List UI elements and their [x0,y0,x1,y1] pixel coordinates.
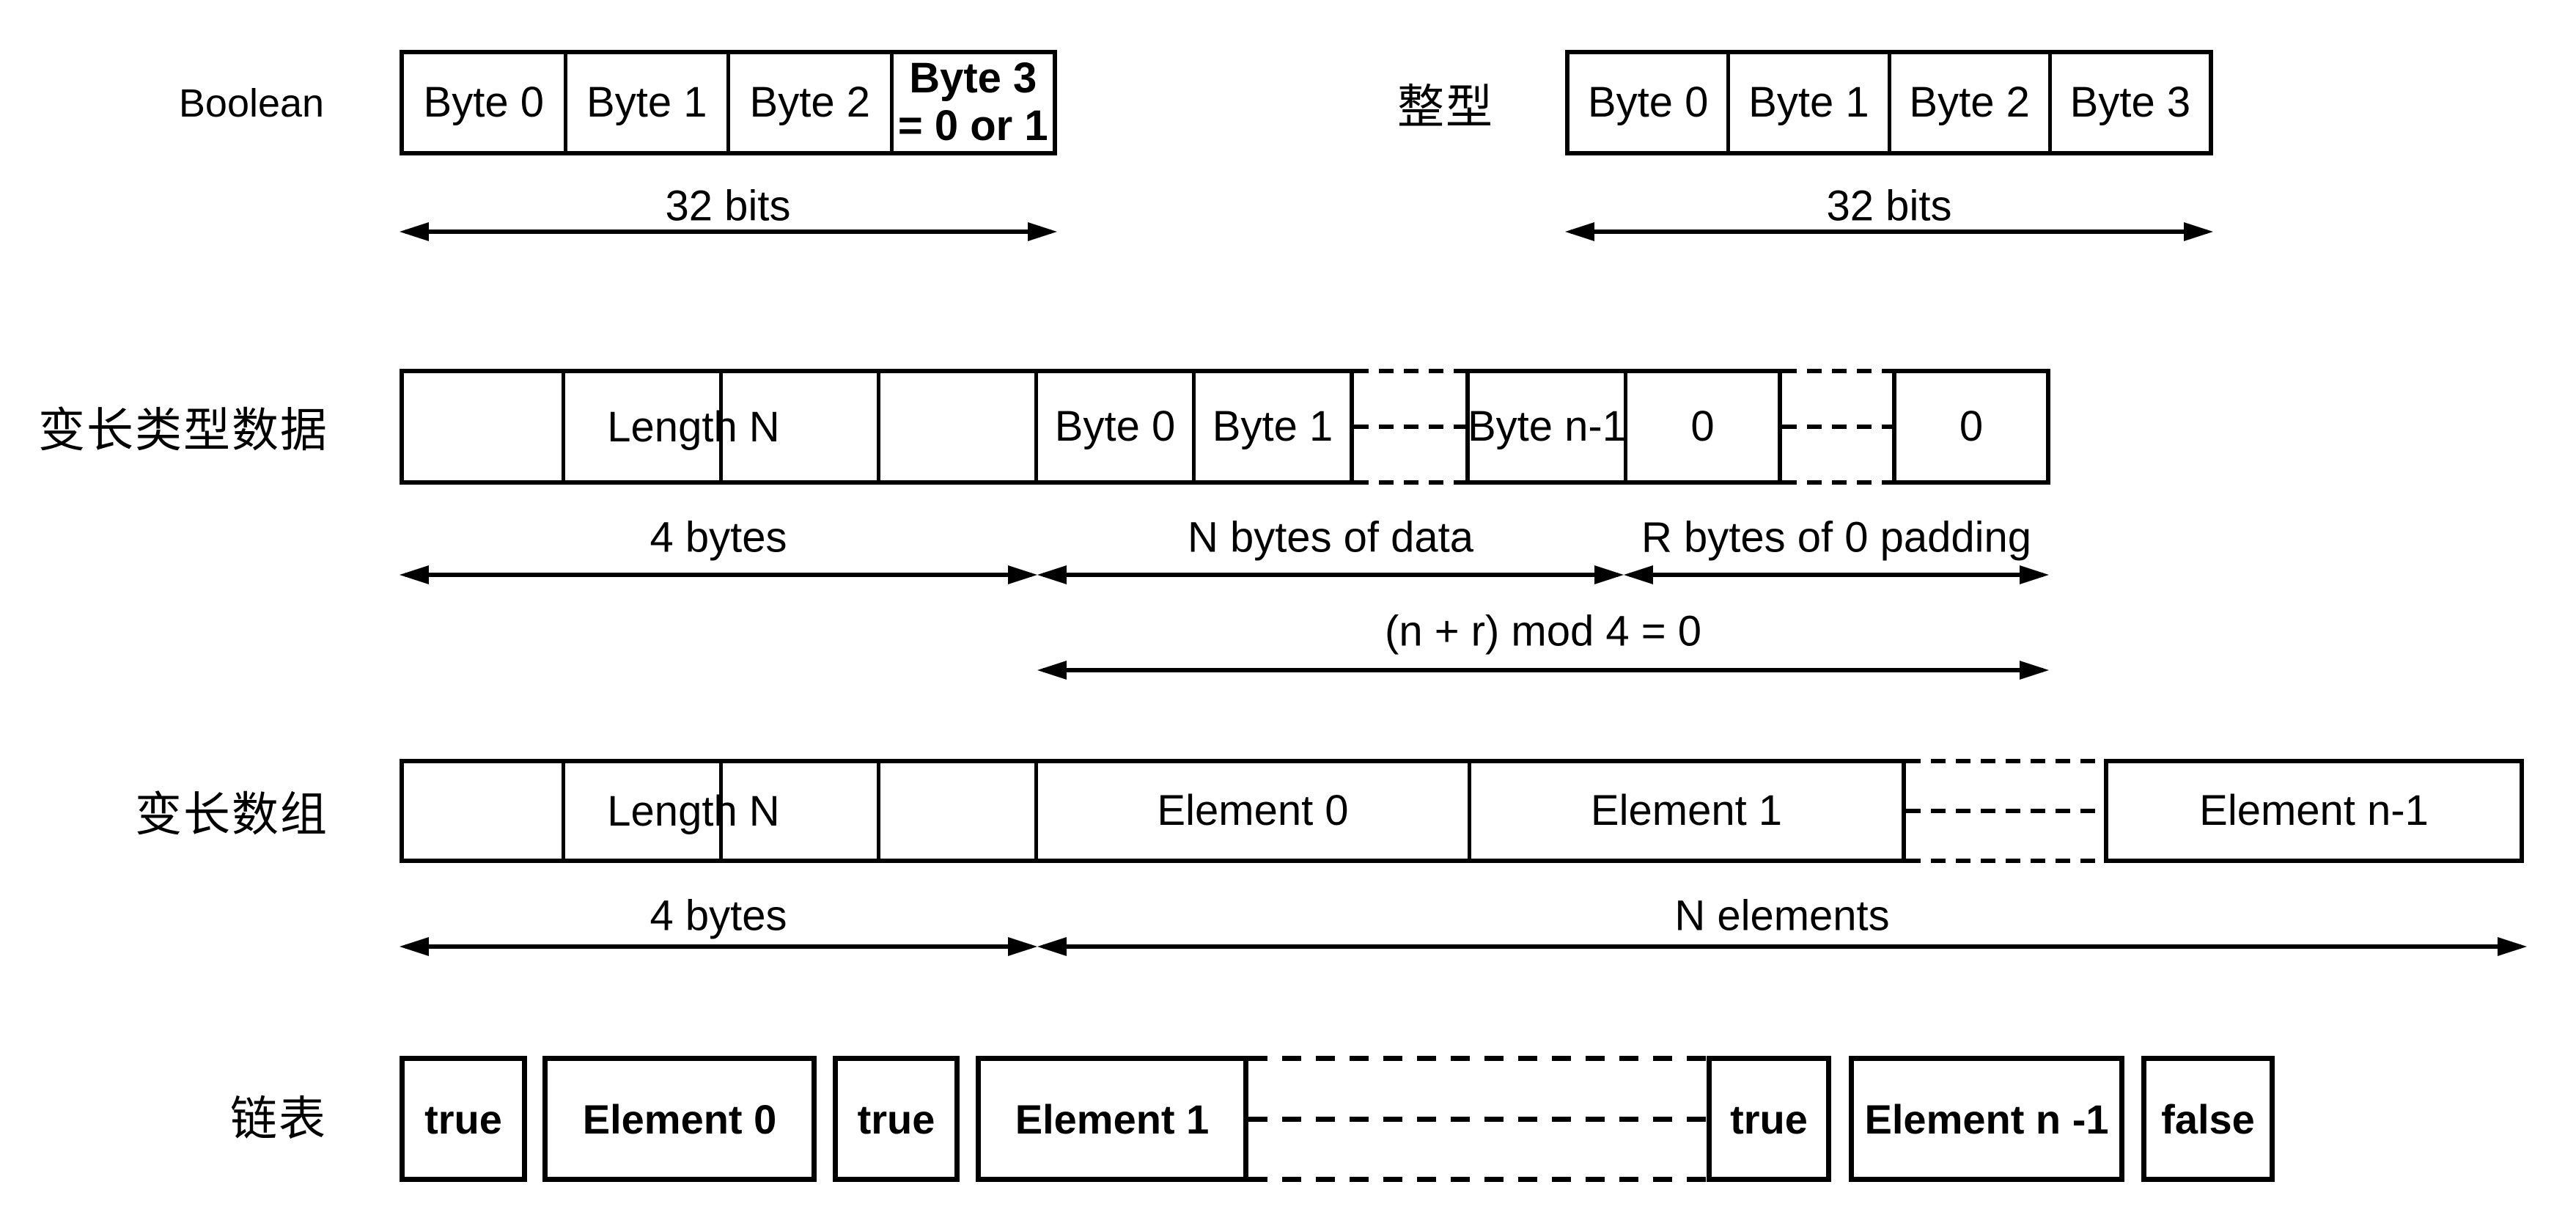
empty-byte-cell [877,373,1034,480]
ellipsis-dashes-icon [1906,759,2104,863]
element-cell: Element n-1 [2199,786,2429,834]
span-arrow-32bits-integer [1565,222,2213,241]
byte3-value-line: = 0 or 1 [897,102,1048,150]
byte-cell: Byte 0 [423,78,544,126]
element-box: Element 1 [976,1056,1248,1182]
zero-pad-cell: 0 [1959,402,1984,450]
span-arrow-n-bytes [1037,565,1624,584]
element-box: Element 0 [542,1056,817,1182]
linked-list-row: true Element 0 true Element 1 true Eleme… [400,1056,2275,1182]
n-elements-label: N elements [1674,892,1890,940]
byte-cell: Byte 3 [2047,54,2209,151]
byte-cell: Byte 2 [1887,54,2048,151]
byte-cell: Byte 1 [563,54,727,151]
empty-byte-cell [719,373,877,480]
byte-cell-boolean-value: Byte 3 = 0 or 1 [889,54,1053,151]
span-arrow-4bytes-var-data [400,565,1037,584]
span-arrow-4bytes-var-array [400,937,1037,956]
bytes-label-var-data: 4 bytes [649,513,787,562]
row-label-var-array: 变长数组 [135,788,328,841]
data-bytes-label: N bytes of data [1187,513,1474,562]
empty-byte-cell [719,763,877,859]
mod-equation-label: (n + r) mod 4 = 0 [1385,607,1701,655]
var-data-length-and-data-run: Byte 0 Byte 1 Length N [400,369,1354,485]
row-label-integer: 整型 [1397,81,1494,133]
integer-byte-table: Byte 0 Byte 1 Byte 2 Byte 3 [1565,50,2213,155]
var-data-tail-run: Byte n-1 0 [1465,369,1782,485]
byte-cell: Byte 2 [726,54,890,151]
span-arrow-32bits-boolean [400,222,1057,241]
element-cell: Element 0 [1034,763,1468,859]
bool-flag-box: true [400,1056,527,1182]
var-data-last-pad-run: 0 [1892,369,2050,485]
row-label-linked-list: 链表 [230,1092,327,1145]
span-arrow-mod4 [1037,661,2049,680]
ellipsis-dashes-icon [1248,1056,1707,1182]
empty-byte-cell [877,763,1034,859]
padding-bytes-label: R bytes of 0 padding [1641,513,2032,562]
span-arrow-r-padding [1624,565,2049,584]
byte-cell: Byte 0 [1034,373,1192,480]
byte-cell: Byte n-1 [1468,402,1626,450]
var-array-last-run: Element n-1 [2104,759,2524,863]
byte3-line: Byte 3 [909,54,1037,103]
width-label-boolean: 32 bits [665,182,791,230]
var-array-row: Element 0 Element 1 Length N Element n-1 [400,759,2524,863]
byte-cell: Byte 1 [1726,54,1887,151]
ellipsis-dashes-icon [1782,369,1892,485]
bool-flag-box: false [2141,1056,2275,1182]
var-array-main-run: Element 0 Element 1 Length N [400,759,1906,863]
byte-cell: Byte 1 [1192,373,1350,480]
empty-byte-cell [562,373,719,480]
element-box: Element n -1 [1849,1056,2124,1182]
byte-cell: Byte 0 [1587,78,1709,126]
empty-byte-cell [562,763,719,859]
zero-pad-cell: 0 [1624,373,1778,480]
bytes-label-var-array: 4 bytes [649,892,787,940]
length-field-overlay: Length N [607,787,780,835]
ellipsis-dashes-icon [1354,369,1465,485]
var-data-byte-row: Byte 0 Byte 1 Length N Byte n-1 0 0 [400,369,2050,485]
length-field-overlay: Length N [607,403,780,451]
row-label-boolean: Boolean [178,81,325,125]
span-arrow-n-elements [1037,937,2527,956]
width-label-integer: 32 bits [1826,182,1952,230]
bool-flag-box: true [1707,1056,1831,1182]
row-label-var-data: 变长类型数据 [38,404,328,457]
boolean-byte-table: Byte 0 Byte 1 Byte 2 Byte 3 = 0 or 1 [400,50,1057,155]
element-cell: Element 1 [1468,763,1902,859]
bool-flag-box: true [833,1056,960,1182]
